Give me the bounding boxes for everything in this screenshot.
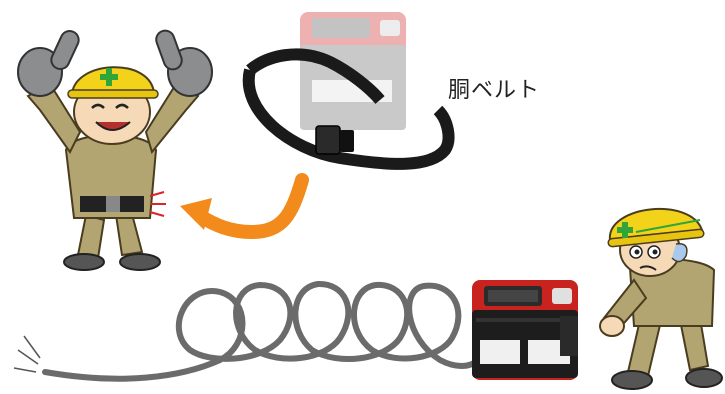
hose-tip-lines	[13, 335, 41, 373]
waist-belt-icon	[242, 48, 455, 170]
curved-arrow-icon	[180, 173, 309, 240]
worker-worried-icon	[599, 208, 723, 390]
belt-label: 胴ベルト	[448, 78, 541, 103]
worker-thumbs-up-icon	[17, 29, 213, 271]
coiled-hose-icon	[42, 280, 481, 382]
gas-detector-icon	[472, 280, 578, 380]
